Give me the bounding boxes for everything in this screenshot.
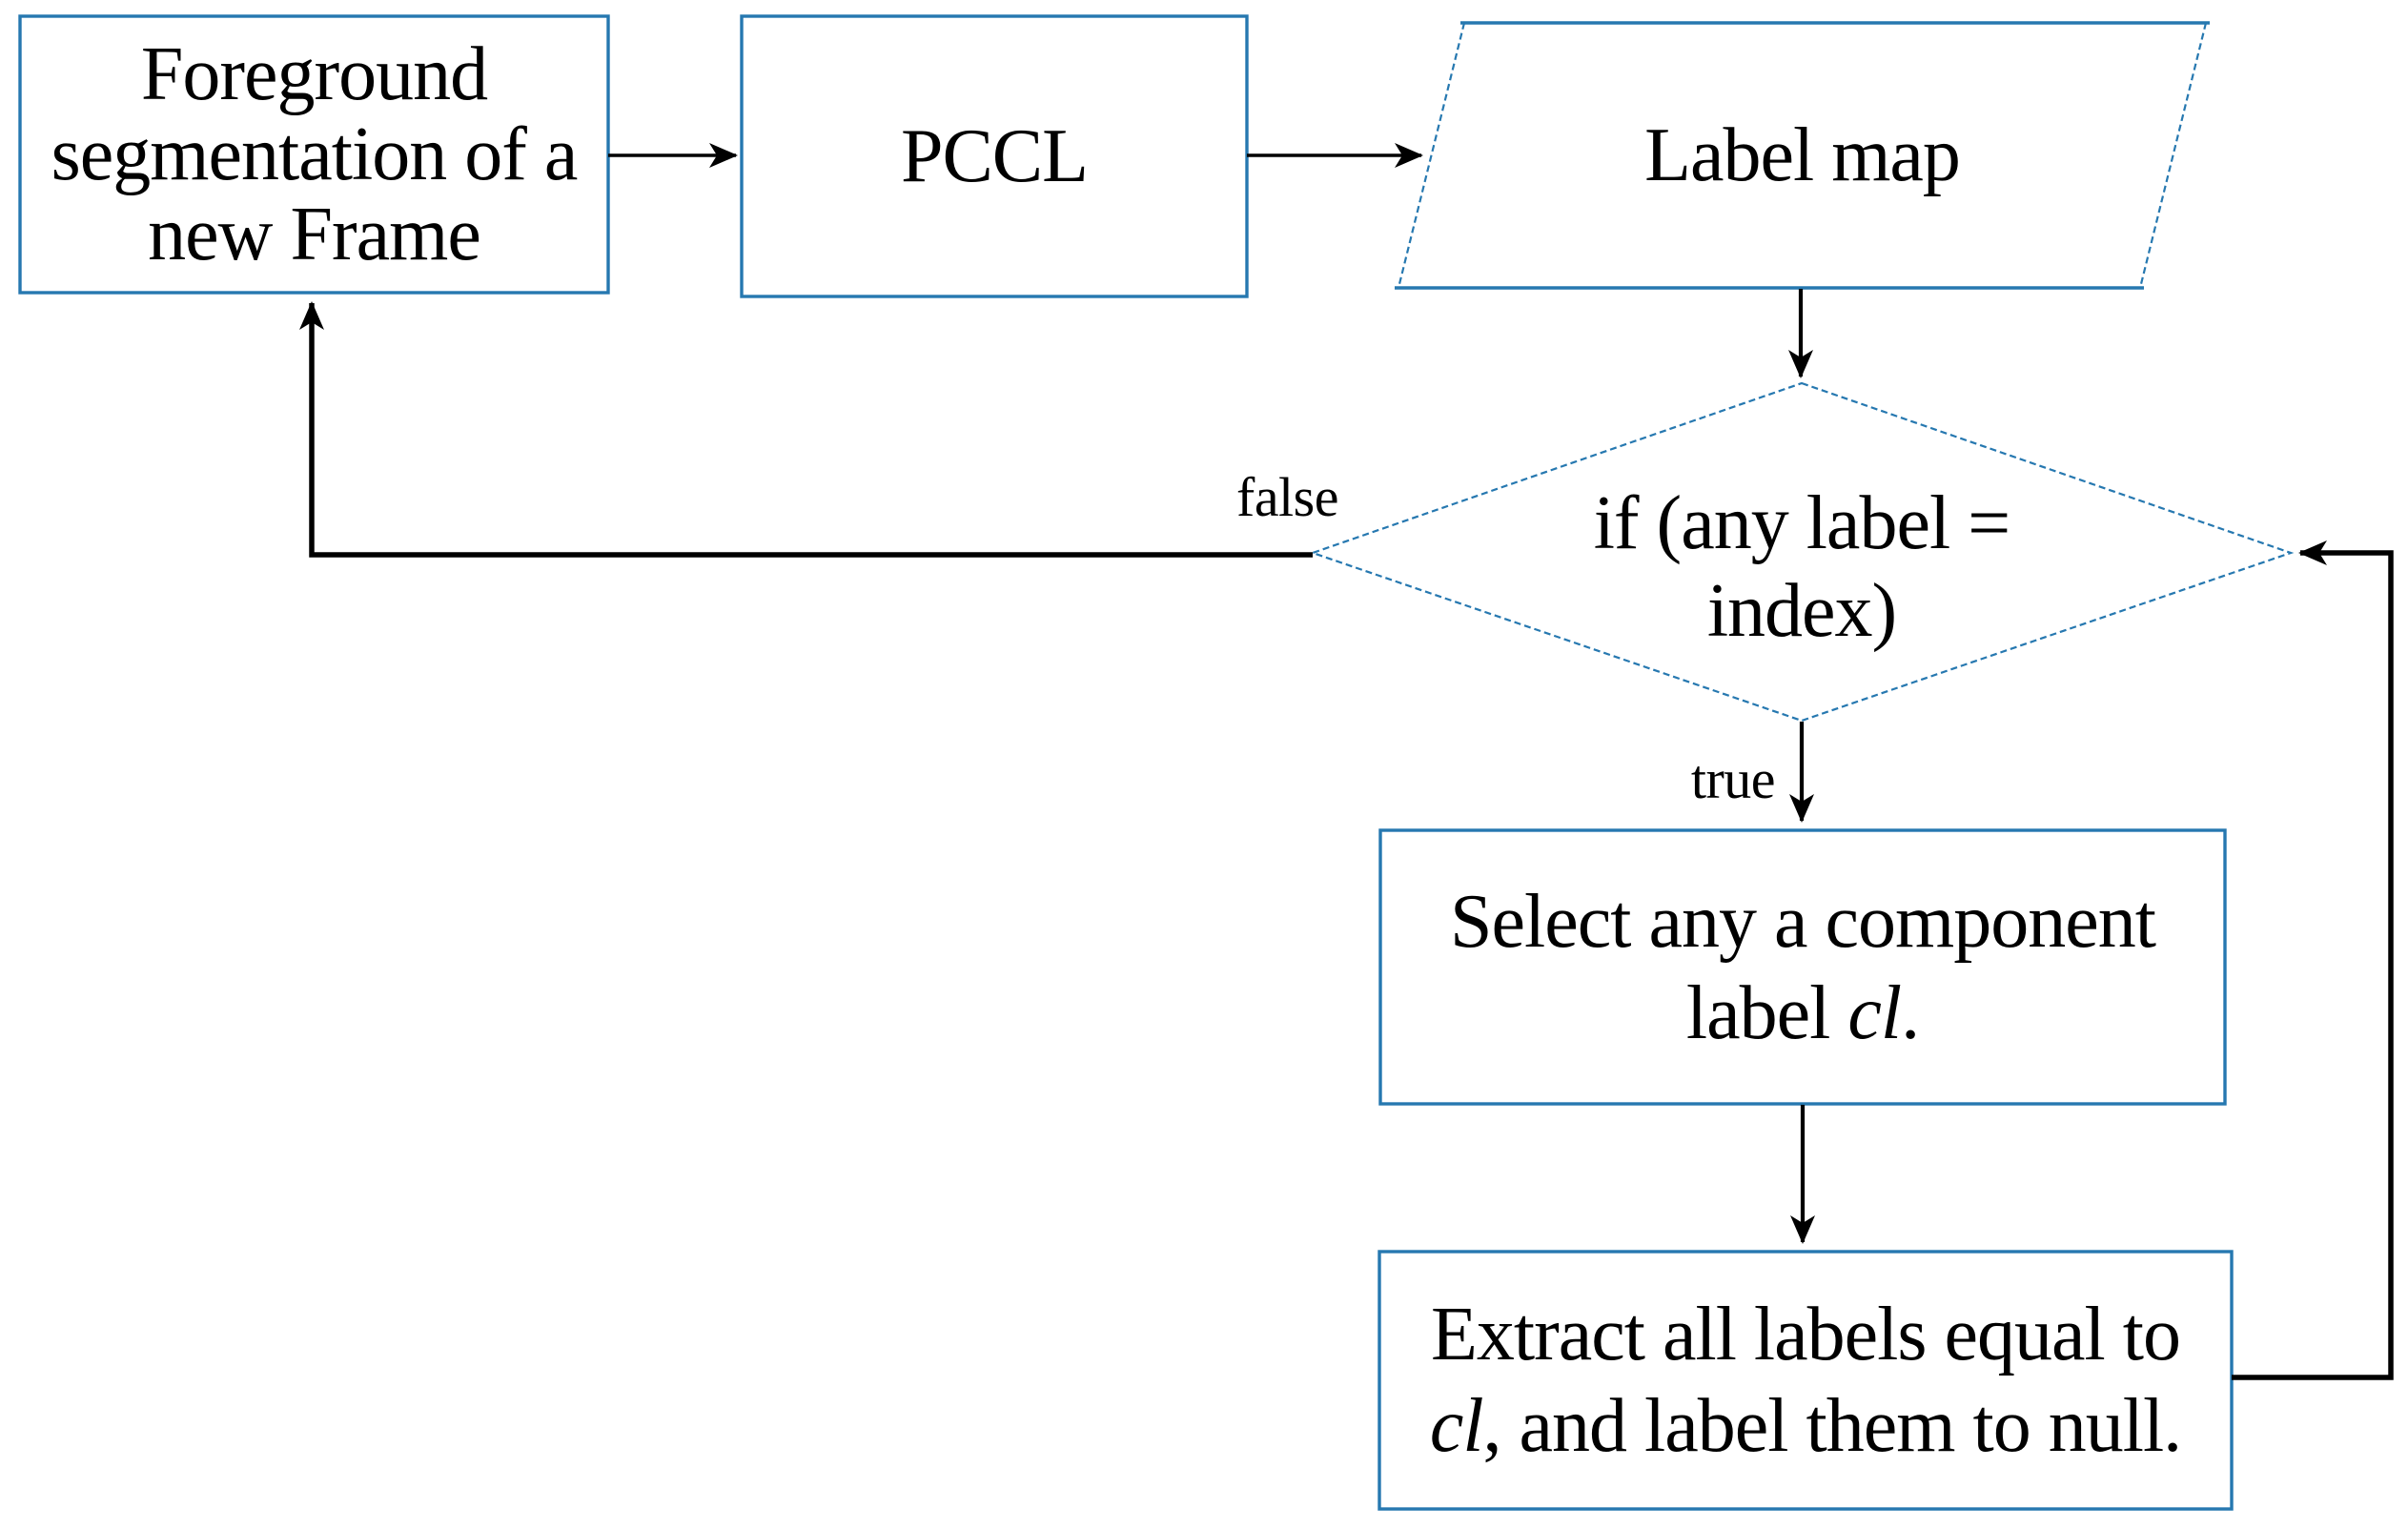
- label-map-left-edge: [1397, 22, 1466, 289]
- foreground-label-line3: new Frame: [148, 193, 481, 276]
- foreground-node-box: [18, 14, 610, 295]
- foreground-label-line1: Foreground: [140, 32, 488, 116]
- select-label-line2: label cl.: [1685, 968, 1920, 1059]
- decision-label-line2: index): [1706, 569, 1897, 653]
- extract-label-cl-italic: cl: [1429, 1384, 1484, 1468]
- extract-label-line1: Extract all labels equal to: [1430, 1293, 2181, 1376]
- select-node-box: [1378, 828, 2227, 1106]
- label-map-parallelogram: [1398, 23, 2206, 288]
- select-label-line1: Select any a component: [1450, 879, 2156, 964]
- foreground-node-label: Foreground segmentation of a new Frame: [20, 16, 608, 293]
- select-label-line2-post: .: [1901, 970, 1920, 1055]
- extract-node-label: Extract all labels equal to cl, and labe…: [1379, 1252, 2232, 1509]
- pccl-node-box: [740, 14, 1249, 298]
- extract-node-box: [1377, 1250, 2234, 1511]
- true-branch-label: true: [1690, 748, 1776, 810]
- decision-node-label: if (any label = index): [1408, 448, 2195, 686]
- pccl-label-text: PCCL: [900, 114, 1089, 198]
- decision-diamond: [1309, 381, 2295, 723]
- select-label-line2-pre: label: [1685, 970, 1848, 1055]
- label-map-node-label: Label map: [1398, 23, 2206, 288]
- decision-label-line1: if (any label =: [1593, 481, 2011, 565]
- extract-label-line2: cl, and label them to null.: [1429, 1380, 2183, 1472]
- foreground-label-line2: segmentation of a: [51, 112, 579, 196]
- edge-extract-to-decision: [2232, 540, 2394, 1380]
- pccl-node-label: PCCL: [742, 16, 1247, 296]
- label-map-right-edge: [2138, 22, 2208, 289]
- select-node-label: Select any a component label cl.: [1380, 830, 2225, 1104]
- extract-label-line2-post: , and label them to null.: [1482, 1384, 2183, 1468]
- false-branch-label: false: [1236, 466, 1339, 528]
- edge-decision-false-to-foreground: [299, 301, 1313, 558]
- label-map-label-text: Label map: [1644, 113, 1961, 197]
- select-label-cl-italic: cl: [1847, 970, 1902, 1055]
